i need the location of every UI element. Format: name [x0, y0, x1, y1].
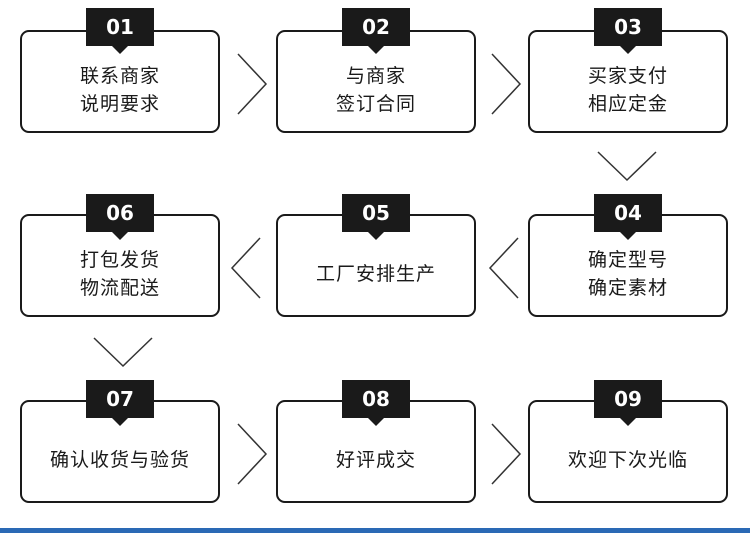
step-text: 好评成交	[278, 424, 474, 495]
step-badge: 05	[342, 194, 410, 240]
step-text: 与商家 签订合同	[278, 54, 474, 125]
step-line: 买家支付	[587, 64, 668, 87]
step-text: 买家支付 相应定金	[530, 54, 726, 125]
step-line: 与商家	[345, 64, 406, 87]
arrow-left-icon	[488, 237, 519, 299]
step-line: 联系商家	[79, 64, 160, 87]
arrow-down-icon	[597, 151, 657, 182]
step-text: 欢迎下次光临	[530, 424, 726, 495]
step-text: 打包发货 物流配送	[22, 238, 218, 309]
step-badge: 03	[594, 8, 662, 54]
step-badge: 01	[86, 8, 154, 54]
step-line: 确认收货与验货	[49, 448, 190, 471]
arrow-right-icon	[237, 53, 268, 115]
step-badge: 04	[594, 194, 662, 240]
arrow-down-icon	[93, 337, 153, 368]
step-line: 相应定金	[587, 92, 668, 115]
step-line: 好评成交	[335, 448, 416, 471]
step-line: 签订合同	[335, 92, 416, 115]
arrow-right-icon	[237, 423, 268, 485]
step-badge: 08	[342, 380, 410, 426]
step-box-05: 工厂安排生产	[276, 214, 476, 317]
step-line: 确定素材	[587, 276, 668, 299]
arrow-right-icon	[491, 423, 522, 485]
step-badge: 09	[594, 380, 662, 426]
step-line: 物流配送	[79, 276, 160, 299]
step-text: 联系商家 说明要求	[22, 54, 218, 125]
arrow-right-icon	[491, 53, 522, 115]
step-text: 确定型号 确定素材	[530, 238, 726, 309]
arrow-left-icon	[230, 237, 261, 299]
bottom-accent-bar	[0, 528, 750, 533]
step-text: 确认收货与验货	[22, 424, 218, 495]
step-line: 说明要求	[79, 92, 160, 115]
step-line: 欢迎下次光临	[567, 448, 688, 471]
step-text: 工厂安排生产	[278, 238, 474, 309]
step-line: 确定型号	[587, 248, 668, 271]
step-line: 工厂安排生产	[315, 262, 436, 285]
step-badge: 06	[86, 194, 154, 240]
step-line: 打包发货	[79, 248, 160, 271]
step-badge: 02	[342, 8, 410, 54]
step-badge: 07	[86, 380, 154, 426]
